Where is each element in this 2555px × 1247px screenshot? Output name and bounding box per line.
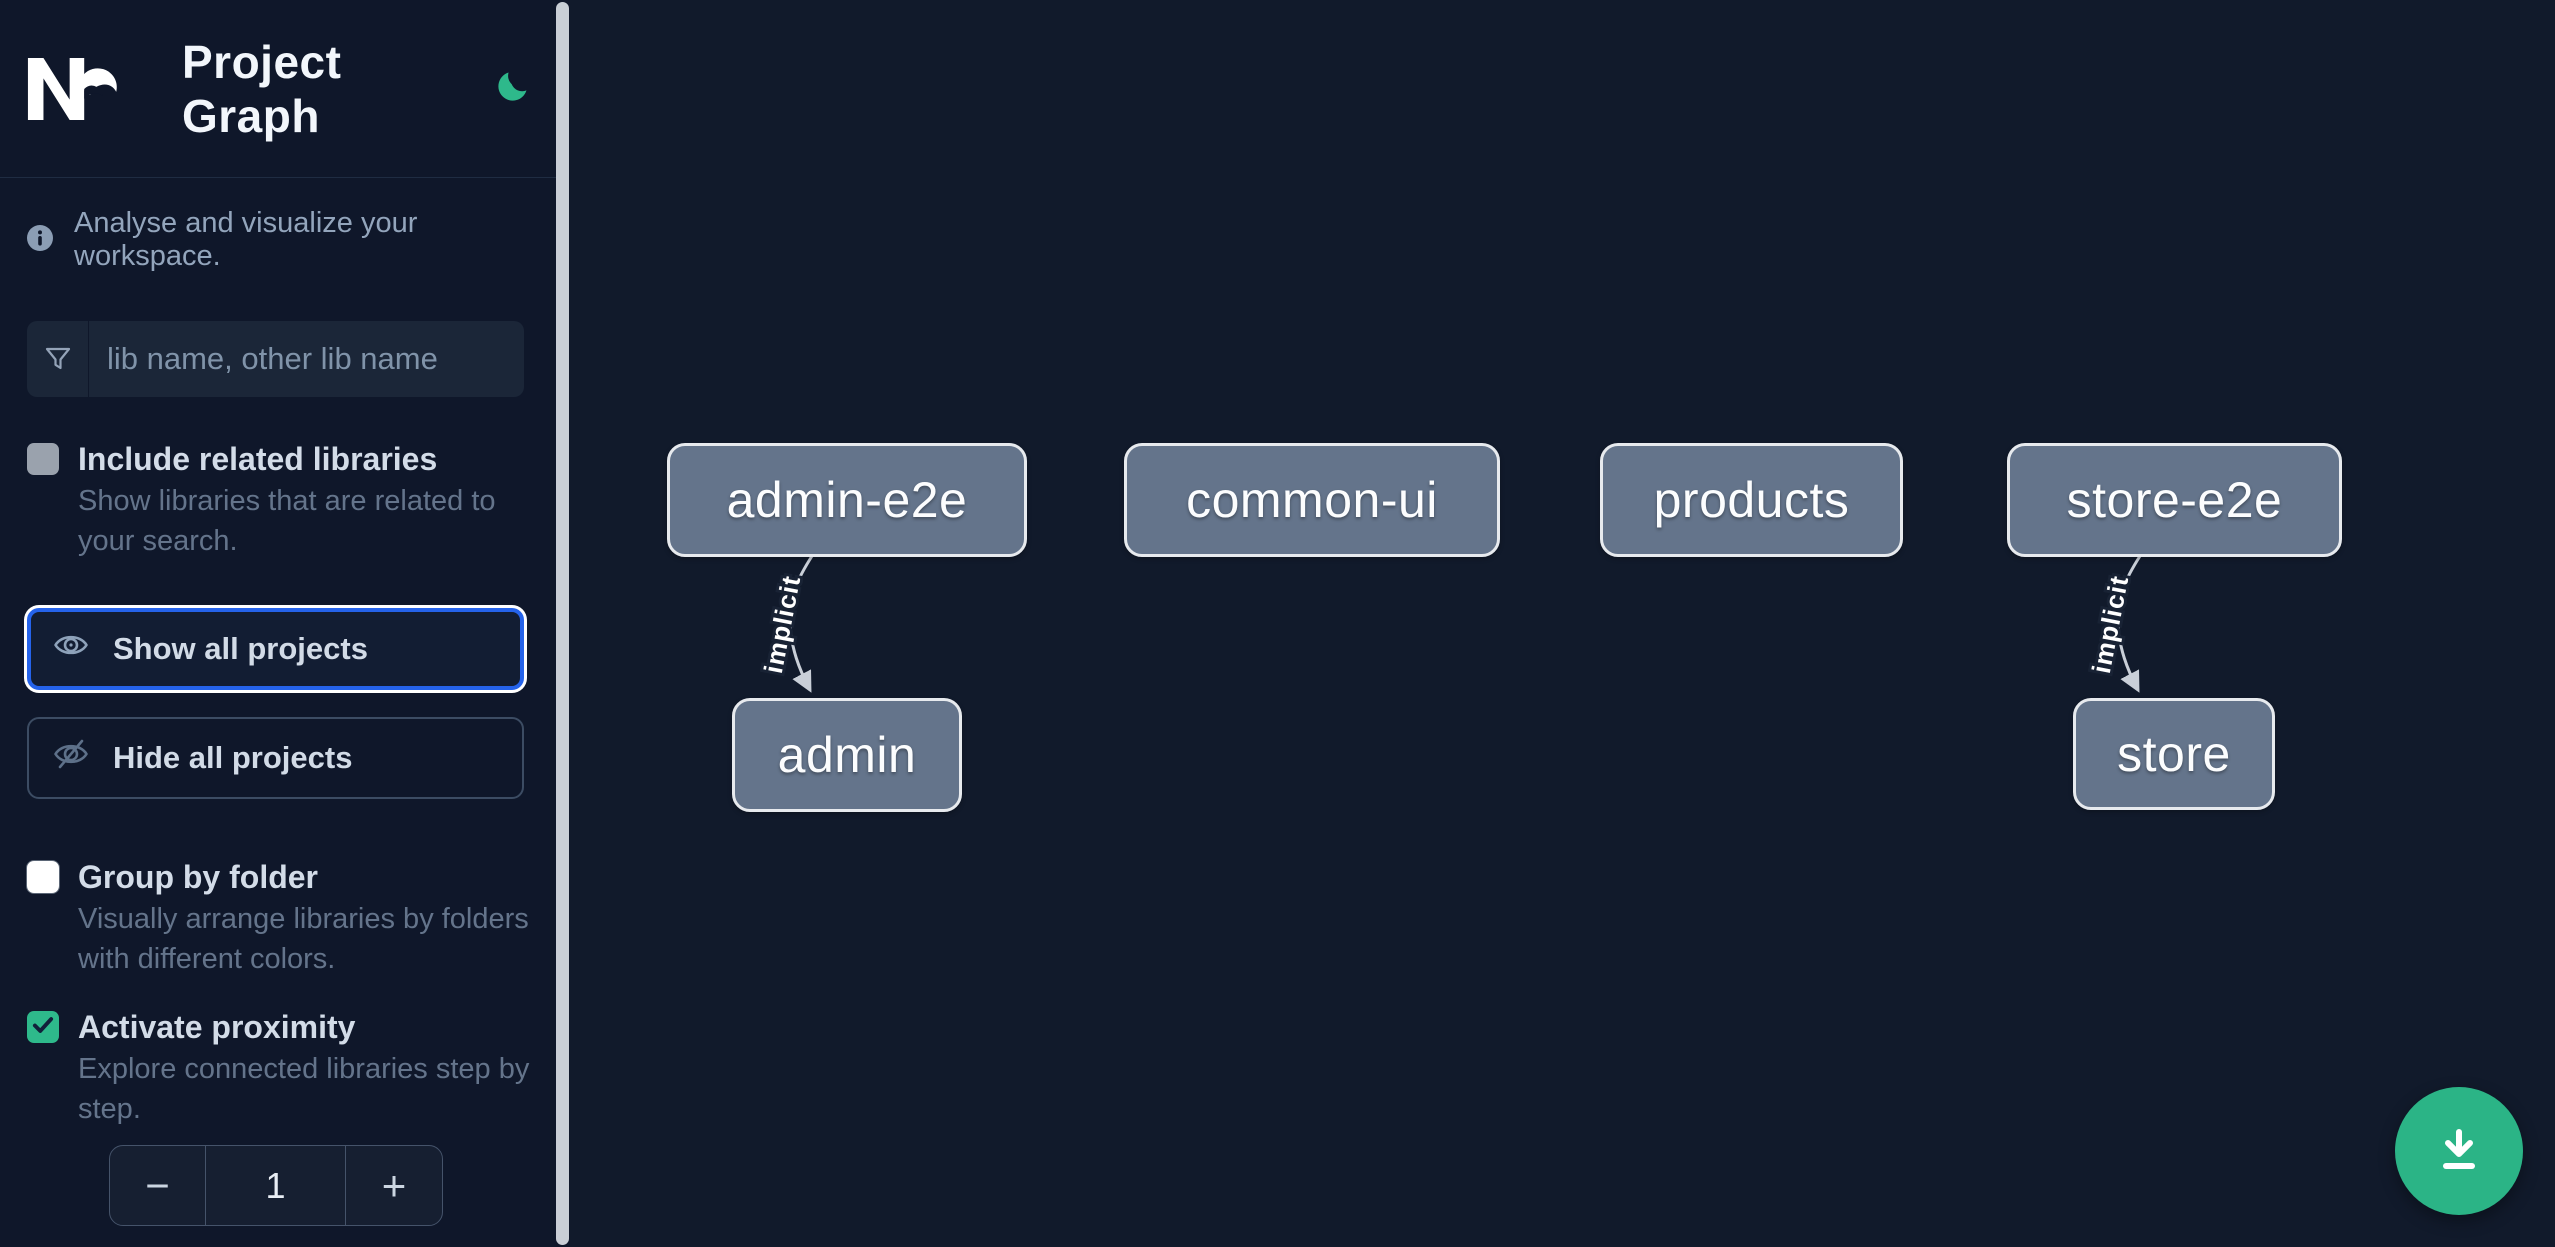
edge-label: implicit — [2086, 573, 2134, 676]
sidebar-resize-handle[interactable] — [556, 2, 569, 1245]
sidebar: Project Graph Analyse and visualize your… — [0, 0, 557, 1247]
search-input[interactable] — [89, 321, 524, 397]
proximity-stepper: − 1 + — [109, 1145, 443, 1226]
graph-edges: implicit implicit — [755, 555, 2142, 693]
option-description: Show libraries that are related to your … — [78, 485, 496, 557]
graph-node-admin[interactable]: admin — [732, 698, 962, 812]
intro-row: Analyse and visualize your workspace. — [0, 207, 557, 272]
option-activate-proximity: Activate proximity Explore connected lib… — [0, 1005, 557, 1129]
action-label: Show all projects — [113, 631, 368, 666]
option-include-related: Include related libraries Show libraries… — [0, 437, 557, 561]
graph-node-store-e2e[interactable]: store-e2e — [2007, 443, 2342, 557]
edge-store-e2e-store: implicit — [2083, 555, 2142, 693]
graph-canvas[interactable]: implicit implicit admin-e2e common-ui pr… — [570, 0, 2555, 1247]
checkbox-include-related[interactable] — [27, 443, 59, 475]
eye-icon — [53, 627, 89, 671]
show-all-projects-button[interactable]: Show all projects — [27, 608, 524, 690]
hide-all-projects-button[interactable]: Hide all projects — [27, 717, 524, 799]
increment-button[interactable]: + — [345, 1146, 442, 1225]
option-label: Group by folder — [78, 859, 318, 895]
moon-icon — [493, 69, 530, 109]
checkbox-group-by-folder[interactable] — [27, 861, 59, 893]
proximity-value: 1 — [265, 1164, 286, 1206]
intro-text: Analyse and visualize your workspace. — [74, 207, 418, 272]
option-group-by-folder: Group by folder Visually arrange librari… — [0, 855, 557, 979]
app-title: Project Graph — [182, 35, 342, 142]
info-icon — [27, 224, 53, 256]
option-label: Include related libraries — [78, 441, 438, 477]
edge-label: implicit — [758, 573, 806, 676]
edge-admin-e2e-admin: implicit — [755, 555, 814, 693]
download-button[interactable] — [2395, 1087, 2523, 1215]
option-label: Activate proximity — [78, 1009, 356, 1045]
sidebar-header: Project Graph — [0, 0, 557, 178]
option-description: Visually arrange libraries by folders wi… — [78, 903, 529, 975]
graph-node-common-ui[interactable]: common-ui — [1124, 443, 1500, 557]
graph-node-products[interactable]: products — [1600, 443, 1903, 557]
graph-node-store[interactable]: store — [2073, 698, 2275, 810]
nx-logo — [26, 56, 123, 122]
theme-toggle-button[interactable] — [491, 69, 531, 109]
download-icon — [2433, 1124, 2485, 1179]
decrement-button[interactable]: − — [110, 1146, 206, 1225]
eye-off-icon — [53, 736, 89, 780]
action-label: Hide all projects — [113, 740, 353, 775]
graph-node-admin-e2e[interactable]: admin-e2e — [667, 443, 1027, 557]
checkbox-activate-proximity[interactable] — [27, 1011, 59, 1043]
checkmark-icon — [30, 1012, 56, 1043]
option-description: Explore connected libraries step by step… — [78, 1053, 530, 1125]
search-box — [27, 321, 524, 397]
funnel-icon — [27, 321, 89, 397]
